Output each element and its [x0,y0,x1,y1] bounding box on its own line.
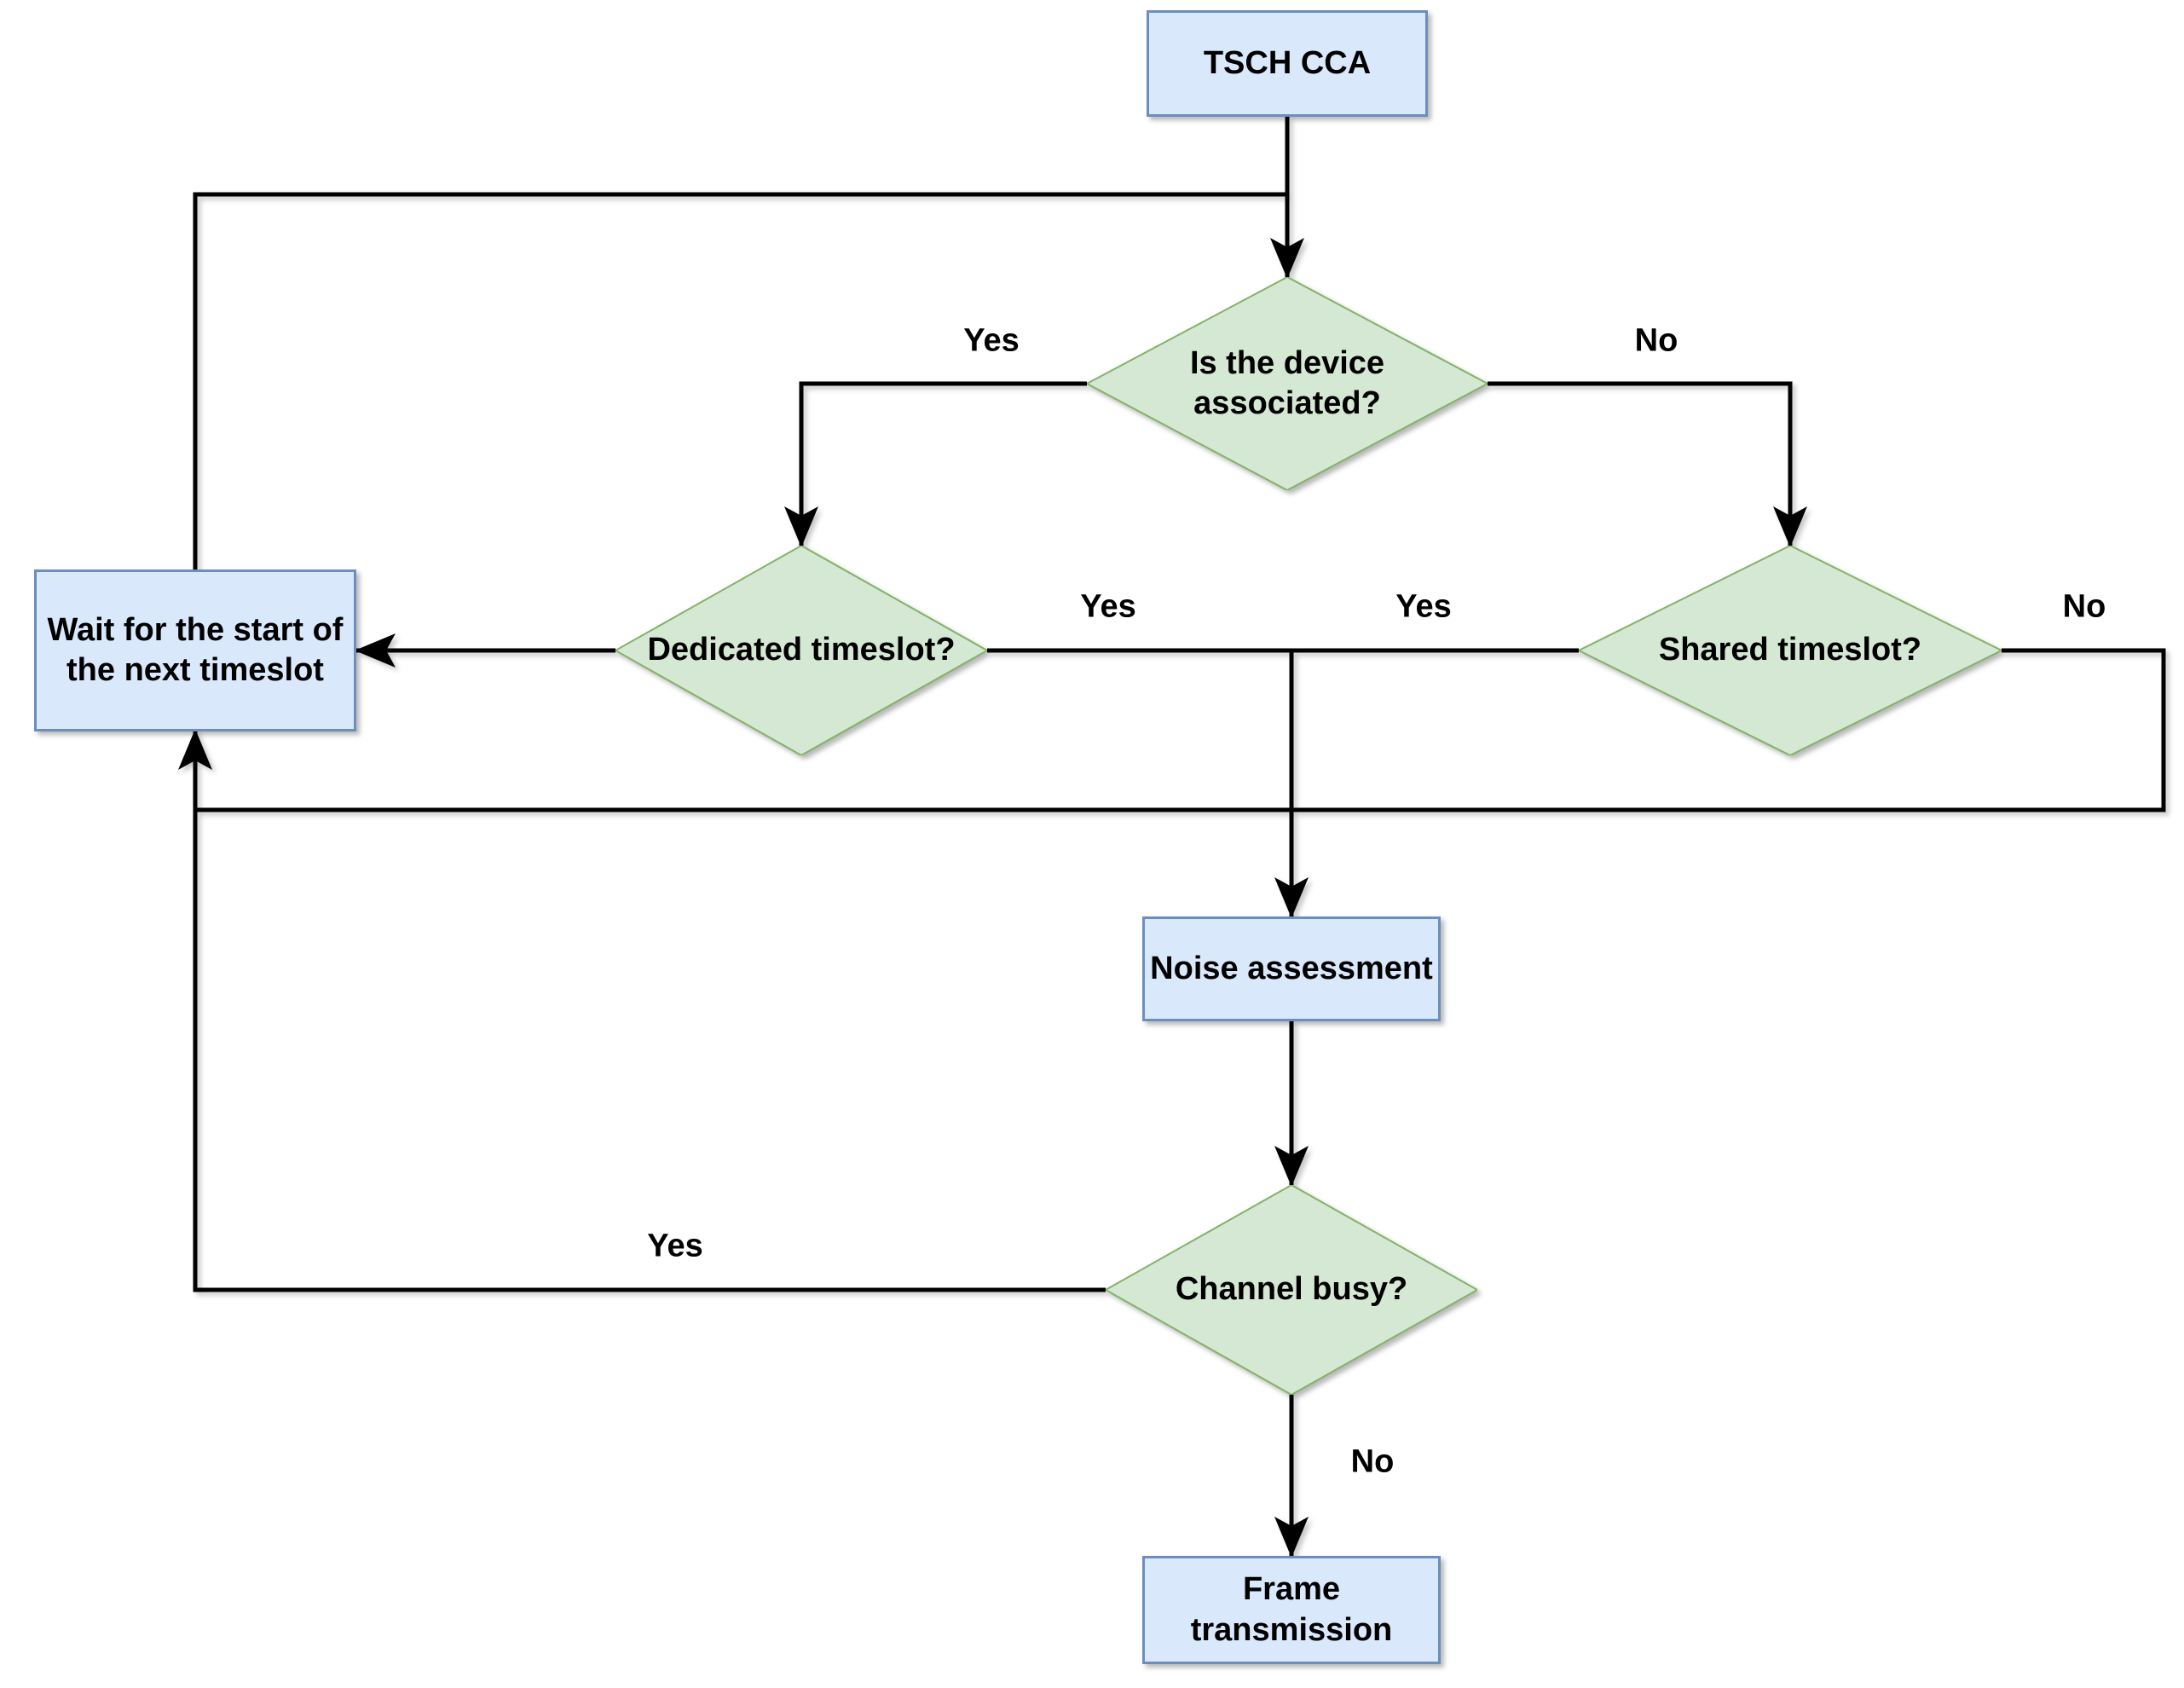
edge-label-associated-yes: Yes [958,322,1025,360]
edge-label-busy-no: No [1345,1443,1400,1481]
edge-associated-no [1488,381,1807,547]
diamond-shape [1106,1185,1477,1395]
edge-label-busy-yes: Yes [642,1228,708,1265]
node-label-channel-busy: Channel busy? [1175,1271,1408,1308]
node-wait-next-timeslot: Wait for the start of the next timeslot [34,569,356,731]
node-noise-assessment: Noise assessment [1142,916,1441,1021]
edge-shared-no-loop [195,648,2166,812]
node-is-device-associated: Is the device associated? [1087,277,1488,490]
node-label-noise-assessment: Noise assessment [1150,950,1433,986]
node-label-shared-timeslot: Shared timeslot? [1658,632,1922,668]
node-frame-transmission: Frame transmission [1142,1556,1441,1664]
node-label-wait-next-timeslot: Wait for the start of the next timeslot [47,611,344,689]
edge-busy-yes-loop [178,729,1106,1292]
edge-label-shared-yes: Yes [1390,588,1457,626]
diamond-shape [1579,546,2002,755]
edge-wait-loop-to-associated [193,192,1287,569]
node-channel-busy: Channel busy? [1106,1185,1477,1395]
node-shared-timeslot: Shared timeslot? [1579,546,2002,755]
node-label-tsch-cca: TSCH CCA [1203,44,1372,81]
node-label-dedicated-timeslot: Dedicated timeslot? [647,632,956,668]
diamond-shape [615,546,987,755]
node-label-is-device-associated: Is the device associated? [1189,344,1385,422]
edge-label-shared-no: No [2057,588,2112,626]
node-label-frame-transmission: Frame transmission [1190,1571,1393,1648]
edge-associated-yes [784,381,1087,547]
edge-label-associated-no: No [1629,322,1684,360]
node-dedicated-timeslot: Dedicated timeslot? [615,546,987,755]
node-tsch-cca: TSCH CCA [1147,10,1428,117]
diamond-shape [1087,277,1488,490]
edge-label-dedicated-yes: Yes [1075,588,1141,626]
